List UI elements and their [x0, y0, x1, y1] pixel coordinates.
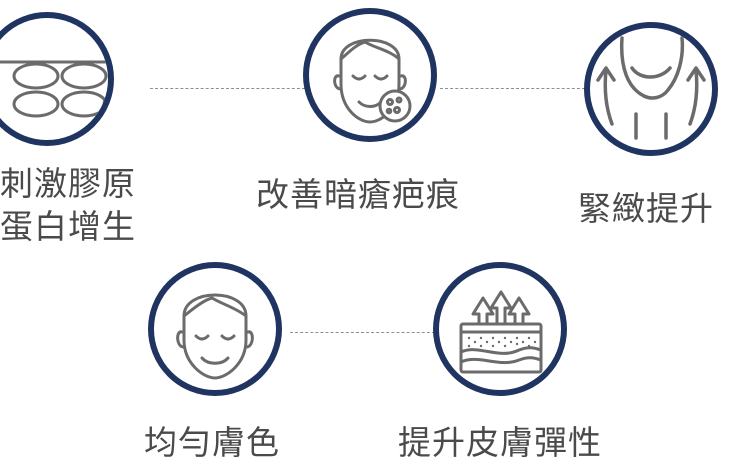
connector-line-2 — [440, 88, 590, 89]
label-elasticity-text: 提升皮膚彈性 — [398, 423, 602, 462]
even-tone-face-badge — [148, 262, 282, 396]
connector-line-1 — [150, 88, 310, 89]
skin-elasticity-badge — [433, 262, 567, 396]
smiling-face-icon — [176, 293, 254, 380]
jaw-lift-icon — [596, 36, 706, 140]
collagen-badge — [0, 12, 114, 146]
connector-line-3 — [290, 332, 440, 333]
label-firming-text: 緊緻提升 — [578, 189, 714, 228]
label-collagen: 刺激膠原 蛋白增生 — [0, 162, 136, 248]
label-elasticity: 提升皮膚彈性 — [398, 421, 602, 464]
label-acne-scars: 改善暗瘡疤痕 — [256, 173, 460, 216]
face-acne-icon — [333, 38, 412, 124]
label-even-tone: 均勻膚色 — [144, 421, 280, 464]
jaw-lift-badge — [584, 22, 718, 156]
acne-face-badge — [303, 8, 437, 142]
label-acne-scars-text: 改善暗瘡疤痕 — [256, 175, 460, 214]
skin-layers-icon — [459, 290, 543, 374]
label-collagen-line-2: 蛋白增生 — [0, 207, 136, 246]
label-firming: 緊緻提升 — [578, 187, 714, 230]
label-collagen-line-1: 刺激膠原 — [0, 164, 136, 203]
collagen-cells-icon — [0, 60, 108, 118]
label-even-tone-text: 均勻膚色 — [144, 423, 280, 462]
